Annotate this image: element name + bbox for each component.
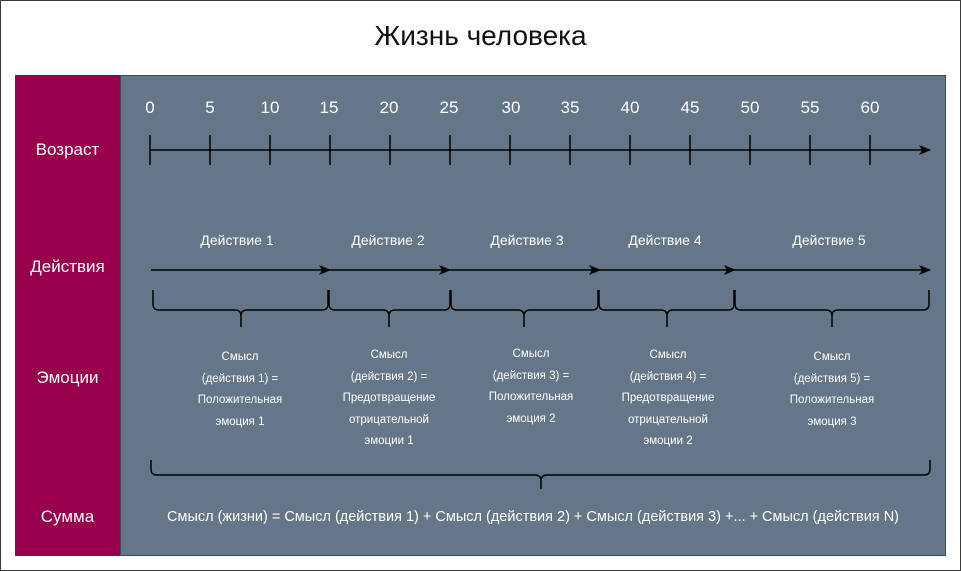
- row-label-emotions: Эмоции: [36, 368, 99, 387]
- age-axis-arrow: [149, 135, 931, 165]
- age-tick-label: 55: [800, 98, 820, 117]
- emotion-text-4: Смысл (действия 4) = Предотвращение отри…: [621, 349, 715, 447]
- emotion-text-5: Смысл (действия 5) = Положительная эмоци…: [789, 351, 875, 428]
- row-label-age: Возраст: [35, 140, 100, 159]
- age-tick-label: 40: [620, 98, 640, 117]
- age-tick-label: 0: [145, 98, 155, 117]
- age-tick-label: 20: [379, 98, 399, 117]
- age-tick-label: 10: [260, 98, 280, 117]
- age-tick-label: 15: [319, 98, 339, 117]
- emotion-text-3: Смысл (действия 3) = Положительная эмоци…: [488, 348, 574, 425]
- diagram-title: Жизнь человека: [374, 20, 587, 51]
- action-label-3: Действие 3: [490, 232, 564, 248]
- action-braces: [152, 290, 930, 327]
- action-label-5: Действие 5: [792, 232, 866, 248]
- sum-brace: [150, 460, 931, 489]
- age-tick-label: 50: [740, 98, 760, 117]
- emotion-text-2: Смысл (действия 2) = Предотвращение отри…: [342, 349, 436, 447]
- age-tick-label: 45: [680, 98, 700, 117]
- content-panel: [120, 75, 946, 556]
- emotion-text-1: Смысл (действия 1) = Положительная эмоци…: [197, 351, 283, 428]
- age-tick-label: 5: [205, 98, 215, 117]
- action-label-4: Действие 4: [628, 232, 702, 248]
- row-label-sum: Сумма: [40, 507, 95, 526]
- age-tick-label: 25: [439, 98, 459, 117]
- row-label-actions: Действия: [30, 257, 105, 276]
- age-tick-label: 60: [860, 98, 880, 117]
- age-tick-label: 30: [501, 98, 521, 117]
- age-tick-label: 35: [560, 98, 580, 117]
- sum-formula: Смысл (жизни) = Смысл (действия 1) + Смы…: [167, 509, 899, 525]
- row-labels-sidebar: [15, 75, 120, 556]
- action-label-2: Действие 2: [351, 232, 425, 248]
- action-label-1: Действие 1: [200, 232, 274, 248]
